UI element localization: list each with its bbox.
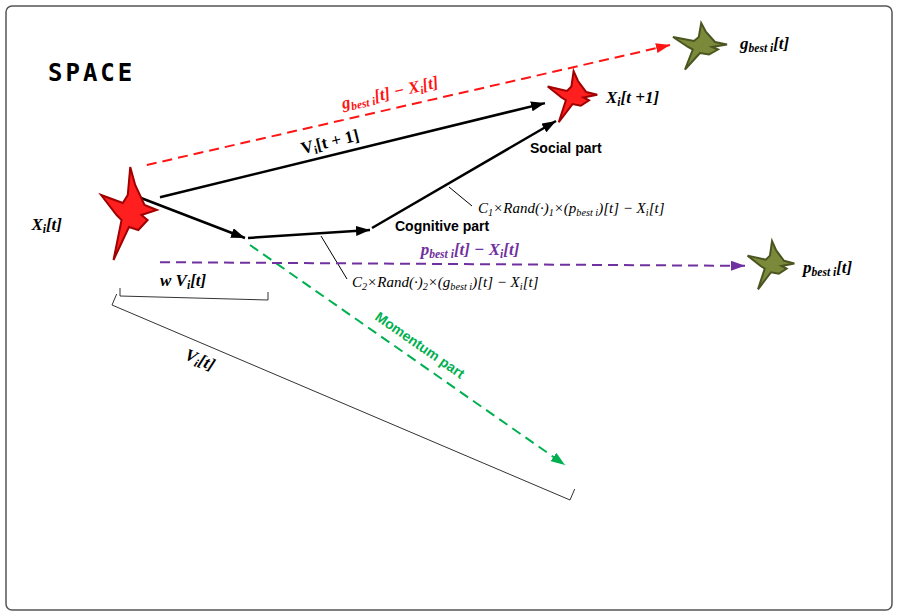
vector-label: Vi[t] [182,345,218,375]
text-run: p [803,258,812,277]
part-label: Social part [530,140,602,156]
text-run: C [478,200,488,216]
text-run: [t] [773,34,789,53]
bird-shape [101,167,157,260]
subscript: best i [749,42,774,55]
text-run: Social part [530,140,602,156]
text-run: X [31,215,42,234]
text-run: X [606,88,617,107]
particle-label: Xi[t] [31,215,62,235]
subscript: 2 [423,281,428,292]
particle-label: gbest i[t] [740,34,789,54]
formula-label: C2×Rand(·)2×(gbest i)[t] − Xi[t] [352,274,538,291]
text-run: C [352,274,362,290]
text-run: [t] [523,274,539,290]
subscript: i [520,281,523,292]
edge-label: gbest i[t] − Xi[t] [340,72,441,113]
text-run: )[t] − X [598,200,646,216]
subscript: i [646,207,649,218]
social-arrow [372,121,556,228]
particle-bird: Xi[t] [98,165,160,265]
vector-arrow [160,103,545,197]
text-run: ×Rand(·) [493,200,549,216]
subscript: 2 [362,281,367,292]
subscript: 1 [488,207,493,218]
text-run: Momentum part [372,308,467,381]
particle-bird: gbest i[t] [670,22,730,72]
text-run: w V [160,271,187,290]
cognitive-arrow [248,230,370,238]
bird-shape [548,71,598,122]
text-run: [t + 1] [314,125,361,154]
vector-label: w Vi[t] [160,271,206,291]
text-run: Cognitive part [395,218,489,234]
edge-label: Vi[t + 1] [299,125,361,158]
particle-bird: pbest i[t] [745,240,797,292]
subscript: best i [812,266,837,279]
text-run: [t] [649,200,665,216]
diagram-title: SPACE [48,60,135,88]
frame-border [6,6,892,610]
bracket [112,294,575,500]
text-run: p [421,240,430,259]
subscript: best i [350,95,377,113]
subscript: i [500,249,503,262]
text-run: [t] [196,351,218,375]
text-run: [t] [46,215,62,234]
particle-label: pbest i[t] [803,258,852,278]
vector-arrow [160,262,745,266]
text-run: ×(p [554,200,577,216]
bird-shape [673,23,727,70]
bird-icon [98,165,160,265]
particle-bird: Xi[t +1] [545,70,600,125]
text-run: [t] [503,240,519,259]
momentum-dashed-arrow [250,245,565,465]
subscript: best i [429,249,454,262]
momentum-arrow [128,193,245,238]
text-run: ×Rand(·) [367,274,423,290]
bird-icon [745,240,797,292]
subscript: best i [576,207,598,218]
part-label: Momentum part [372,308,467,381]
edge-label: pbest i[t] − Xi[t] [421,240,520,260]
subscript: i [187,279,190,292]
bird-shape [748,241,795,289]
text-run: )[t] − X [472,274,520,290]
leader-line [321,236,347,279]
text-run: [t] − X [372,77,421,106]
subscript: best i [450,281,472,292]
leader-line [449,187,472,206]
subscript: i [43,223,46,236]
bird-icon [670,22,730,72]
part-label: Cognitive part [395,218,489,234]
vector-arrow [147,45,670,165]
particle-label: Xi[t +1] [606,88,659,108]
text-run: [t] [190,271,206,290]
text-run: SPACE [48,59,135,87]
formula-label: C1×Rand(·)1×(pbest i)[t] − Xi[t] [478,200,664,217]
text-run: ×(g [428,274,451,290]
text-run: [t] [836,258,852,277]
bird-icon [545,70,600,125]
text-run: [t] − X [454,240,500,259]
subscript: i [617,96,620,109]
text-run: g [740,34,749,53]
subscript: 1 [549,207,554,218]
text-run: [t +1] [621,88,659,107]
